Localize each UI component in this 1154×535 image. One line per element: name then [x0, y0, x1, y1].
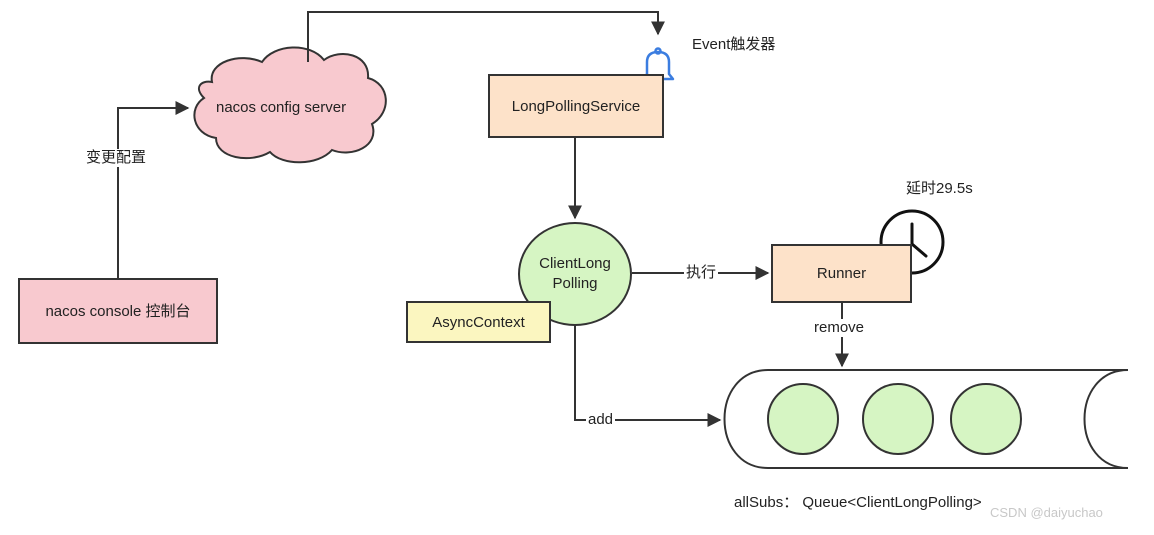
client-long-polling-node: ClientLong Polling: [518, 222, 632, 326]
client-long-polling-label: ClientLong Polling: [539, 255, 611, 292]
queue-item: [950, 383, 1022, 455]
edge-change-config: [117, 101, 190, 278]
edge-add: [574, 325, 722, 427]
queue-cylinder: [723, 369, 1129, 469]
queue-caption: allSubs： Queue<ClientLongPolling>: [734, 494, 982, 511]
delay-label: 延时29.5s: [906, 180, 973, 197]
queue-item: [862, 383, 934, 455]
queue-item: [767, 383, 839, 455]
async-context-box: AsyncContext: [406, 301, 551, 343]
edge-remove-label: remove: [812, 319, 867, 337]
config-server-label: nacos config server: [216, 99, 347, 116]
runner-label: Runner: [816, 265, 867, 282]
long-polling-service-box: LongPollingService: [488, 74, 664, 138]
long-polling-service-label: LongPollingService: [511, 97, 641, 115]
watermark: CSDN @daiyuchao: [990, 505, 1103, 520]
edge-change-config-label: 变更配置: [84, 149, 149, 167]
event-trigger-label: Event触发器: [692, 36, 776, 53]
async-context-label: AsyncContext: [432, 313, 525, 331]
config-server-cloud: [193, 46, 387, 164]
runner-box: Runner: [771, 244, 912, 303]
edge-cloud-to-event: [307, 11, 665, 62]
console-label: nacos console 控制台: [45, 302, 191, 320]
edge-add-label: add: [586, 411, 616, 429]
edge-execute-label: 执行: [684, 264, 719, 282]
console-box: nacos console 控制台: [18, 278, 218, 344]
